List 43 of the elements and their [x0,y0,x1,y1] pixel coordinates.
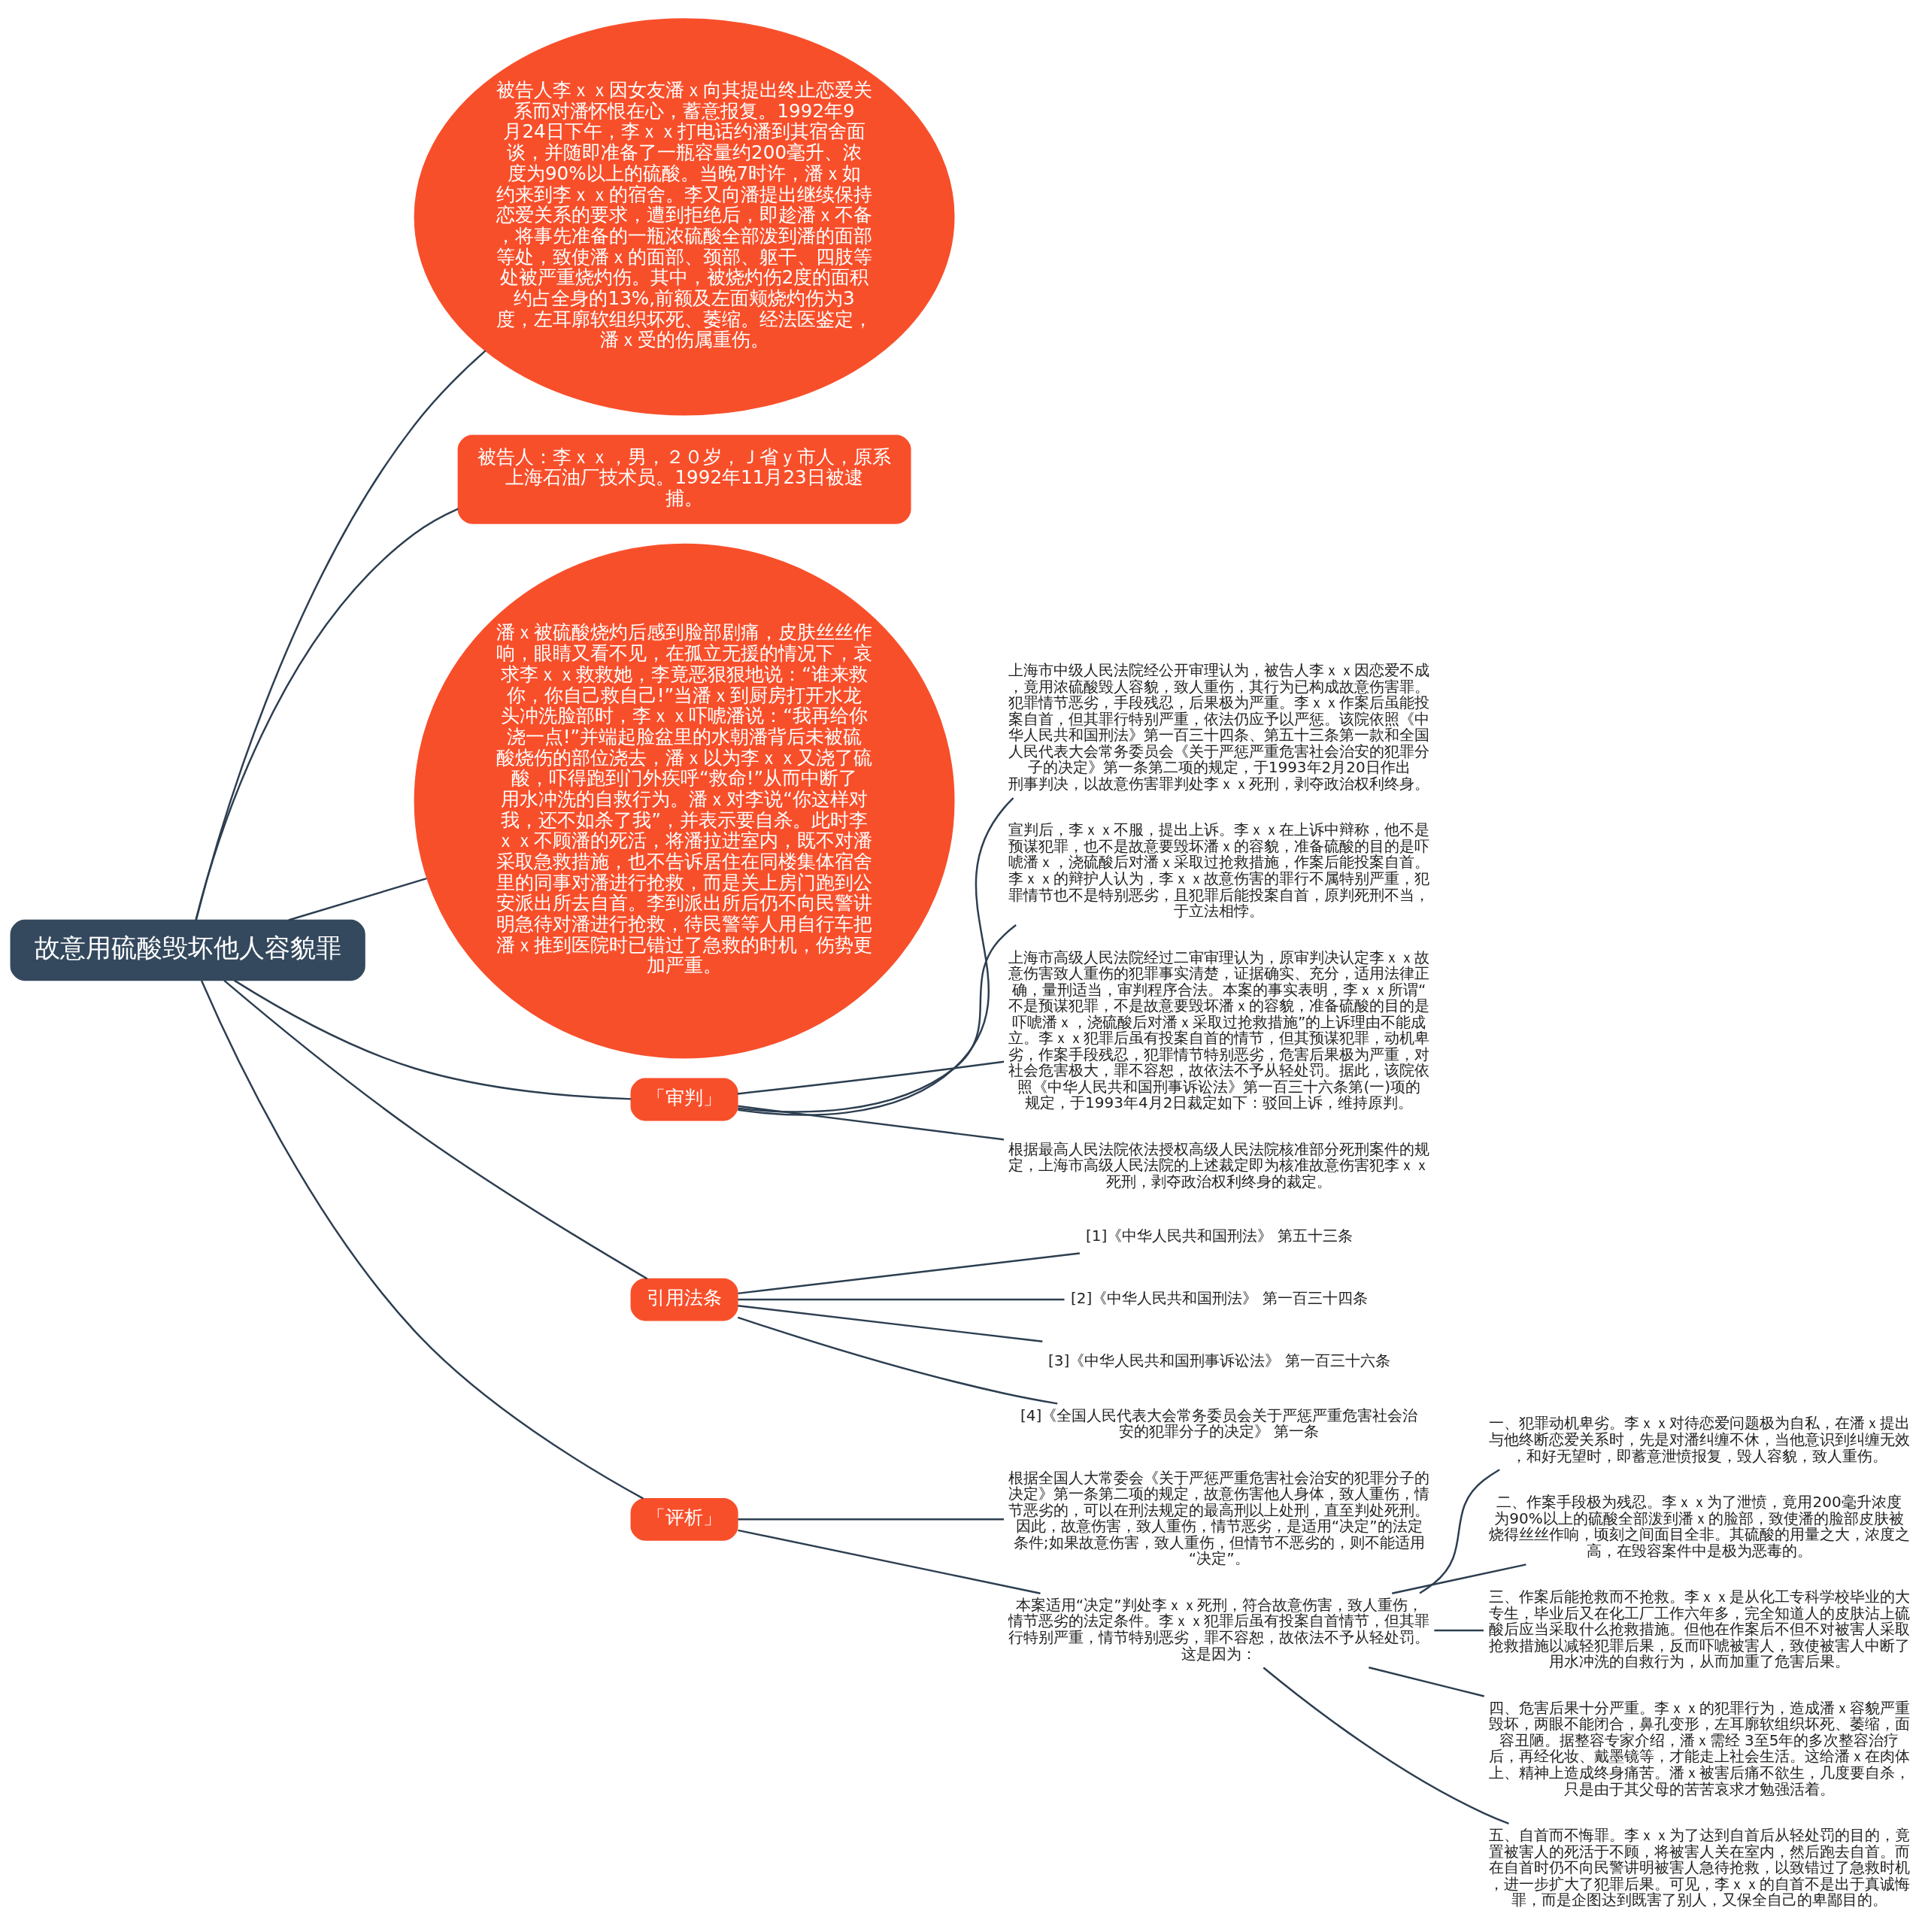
connector [737,1316,1058,1405]
node-box: 「评析」 [630,1497,738,1541]
node-text: 五、自首而不悔罪。李ｘｘ为了达到自首后从轻处罚的目的，竟置被害人的死活于不顾，将被害人关在室内，然后跑去自首。而在自首时仍不向民警讲明被害人急待抢救，以致错过了急救时机，进一步扩大了犯罪后果。可见，李ｘｘ的自首不是出于真诚悔罪，而是企图达到既害了别人，又保全自己的卑鄙目的。 [1488,1825,1910,1909]
connector [738,1304,1043,1342]
node-text: 上海市中级人民法院经公开审理认为，被告人李ｘｘ因恋爱不成，竟用浓硫酸毁人容貌，致人重伤，其行为已构成故意伤害罪。犯罪情节恶劣，手段残忍，后果极为严重。李ｘｘ作案后虽能投案自首，但其罪行特别严重，依法仍应予以严惩。该院依照《中华人民共和国刑法》第一百三十四条、第五十三条第一款和全国人民代表大会常务委员会《关于严惩严重危害社会治安的犯罪分子的决定》第一条第二项的规定，于1993年2月20日作出刑事判决，以故意伤害罪判处李ｘｘ死刑，剥夺政治权利终身。 [1008,660,1430,793]
node-box: 「审判」 [630,1078,738,1121]
connector [200,980,644,1500]
connector [737,1060,1005,1095]
node-box: 引用法条 [630,1278,738,1321]
connector [738,796,1014,1116]
connector [233,979,632,1100]
node-circle: 潘ｘ被硫酸烧灼后感到脸部剧痛，皮肤丝丝作响，眼睛又看不见，在孤立无援的情况下，哀求李ｘｘ救救她，李竟恶狠狠地说：“谁来救你，你自己救自己!”当潘ｘ到厨房打开水龙头冲洗脸部时，李ｘｘ吓唬潘说：“我再给你浇一点!”并端起脸盆里的水朝潘背后未被硫酸烧伤的部位浇去，潘ｘ以为李ｘｘ又浇了硫酸，吓得跑到门外疾呼“救命!”从而中断了用水冲洗的自救行为。潘ｘ对李说“你这样对我，还不如杀了我”，并表示要自杀。此时李ｘｘ不顾潘的死活，将潘拉进室内，既不对潘采取急救措施，也不告诉居住在同楼集体宿舍里的同事对潘进行抢救，而是关上房门跑到公安派出所去自首。李到派出所后仍不向民警讲明急待对潘进行抢救，待民警等人用自行车把潘ｘ推到医院时已错过了急救的时机，伤势更加严重。 [414,543,955,1058]
connector [195,350,487,921]
connector [738,1251,1080,1294]
node-text: 四、危害后果十分严重。李ｘｘ的犯罪行为，造成潘ｘ容貌严重毁坏，两眼不能闭合，鼻孔变形，左耳廓软组织坏死、萎缩，面容丑陋。据整容专家介绍，潘ｘ需经 3至5年的多次整容治疗后，再经化妆、戴墨镜等，才能走上社会生活。这给潘ｘ在肉体上、精神上造成终身痛苦。潘ｘ被害后痛不欲生，几度要自杀，只是由于其父母的苦苦哀求才勉强活着。 [1488,1698,1910,1797]
connector [1263,1667,1509,1824]
node-text: 一、犯罪动机卑劣。李ｘｘ对待恋爱问题极为自私，在潘ｘ提出与他终断恋爱关系时，先是对潘纠缠不休，当他意识到纠缠无效，和好无望时，即蓄意泄愤报复，毁人容貌，致人重伤。 [1488,1413,1910,1464]
node-text: 三、作案后能抢救而不抢救。李ｘｘ是从化工专科学校毕业的大专生，毕业后又在化工厂工作六年多，完全知道人的皮肤沾上硫酸后应当采取什么抢救措施。但他在作案后不但不对被害人采取抢救措施以减轻犯罪后果，反而吓唬被害人，致使被害人中断了用水冲洗的自救行为，从而加重了危害后果。 [1488,1587,1910,1670]
node-text: 上海市高级人民法院经过二审审理认为，原审判决认定李ｘｘ故意伤害致人重伤的犯罪事实清楚，证据确实、充分，适用法律正确，量刑适当，审判程序合法。本案的事实表明，李ｘｘ所谓“不是预谋犯罪，不是故意要毁坏潘ｘ的容貌，准备硫酸的目的是吓唬潘ｘ，浇硫酸后对潘ｘ采取过抢救措施”的上诉理由不能成立。李ｘｘ犯罪后虽有投案自首的情节，但其预谋犯罪，动机卑劣，作案手段残忍，犯罪情节特别恶劣，危害后果极为严重，对社会危害极大，罪不容恕，故依法不予从轻处罚。据此，该院依照《中华人民共和国刑事诉讼法》第一百三十六条第(一)项的规定，于1993年4月2日裁定如下：驳回上诉，维持原判。 [1008,948,1430,1112]
node-text: [2]《中华人民共和国刑法》 第一百三十四条 [1070,1288,1368,1307]
node-text: 根据全国人大常委会《关于严惩严重危害社会治安的犯罪分子的决定》第一条第二项的规定，故意伤害他人身体，致人重伤，情节恶劣的，可以在刑法规定的最高刑以上处刑，直至判处死刑。因此，故意伤害，致人重伤，情节恶劣，是适用“决定”的法定条件;如果故意伤害，致人重伤，但情节不恶劣的，则不能适用“决定”。 [1008,1468,1430,1567]
node-text: 宣判后，李ｘｘ不服，提出上诉。李ｘｘ在上诉中辩称，他不是预谋犯罪，也不是故意要毁坏潘ｘ的容貌，准备硫酸的目的是吓唬潘ｘ，浇硫酸后对潘ｘ采取过抢救措施，作案后能投案自首。李ｘｘ的辩护人认为，李ｘｘ故意伤害的罪行不属特别严重，犯罪情节也不是特别恶劣，且犯罪后能投案自首，原判死刑不当，于立法相悖。 [1008,820,1430,920]
connector [738,1518,1005,1521]
connector [1391,1563,1526,1594]
connector [738,924,1017,1112]
connector [738,1298,1065,1300]
connector [738,1105,1005,1141]
node-box: 被告人：李ｘｘ，男，２０岁，Ｊ省ｙ市人，原系上海石油厂技术员。1992年11月23日被逮捕。 [457,434,911,524]
connector [1369,1666,1485,1697]
connector [195,508,459,920]
connector [738,1529,1041,1594]
node-text: 根据最高人民法院依法授权高级人民法院核准部分死刑案件的规定，上海市高级人民法院的上述裁定即为核准故意伤害犯李ｘｘ死刑，剥夺政治权利终身的裁定。 [1008,1139,1430,1190]
node-box: 故意用硫酸毁坏他人容貌罪 [10,919,365,981]
node-text: 本案适用“决定”判处李ｘｘ死刑，符合故意伤害，致人重伤，情节恶劣的法定条件。李ｘｘ犯罪后虽有投案自首情节，但其罪行特别严重，情节特别恶劣，罪不容恕，故依法不予从轻处罚。这是因为： [1008,1595,1430,1663]
node-text: [4]《全国人民代表大会常务委员会关于严惩严重危害社会治安的犯罪分子的决定》 第一条 [1020,1406,1418,1440]
connector [223,979,648,1279]
connector [1434,1629,1484,1631]
node-text: [1]《中华人民共和国刑法》 第五十三条 [1085,1226,1353,1245]
node-ellipse: 被告人李ｘｘ因女友潘ｘ向其提出终止恋爱关系而对潘怀恨在心，蓄意报复。1992年9月24日下午，李ｘｘ打电话约潘到其宿舍面谈，并随即准备了一瓶容量约200毫升、浓度为90%以上的硫酸。当晚7时许，潘ｘ如约来到李ｘｘ的宿舍。李又向潘提出继续保持恋爱关系的要求，遭到拒绝后，即趁潘ｘ不备，将事先准备的一瓶浓硫酸全部泼到潘的面部等处，致使潘ｘ的面部、颈部、躯干、四肢等处被严重烧灼伤。其中，被烧灼伤2度的面积约占全身的13%,前额及左面颊烧灼伤为3度，左耳廓软组织坏死、萎缩。经法医鉴定，潘ｘ受的伤属重伤。 [414,17,955,416]
node-text: [3]《中华人民共和国刑事诉讼法》 第一百三十六条 [1047,1351,1390,1369]
connector [288,877,427,921]
node-text: 二、作案手段极为残忍。李ｘｘ为了泄愤，竟用200毫升浓度为90%以上的硫酸全部泼到潘ｘ的脸部，致使潘的脸部皮肤被烧得丝丝作响，顷刻之间面目全非。其硫酸的用量之大，浓度之高，在毁容案件中是极为恶毒的。 [1488,1492,1910,1560]
connector [1419,1468,1500,1594]
